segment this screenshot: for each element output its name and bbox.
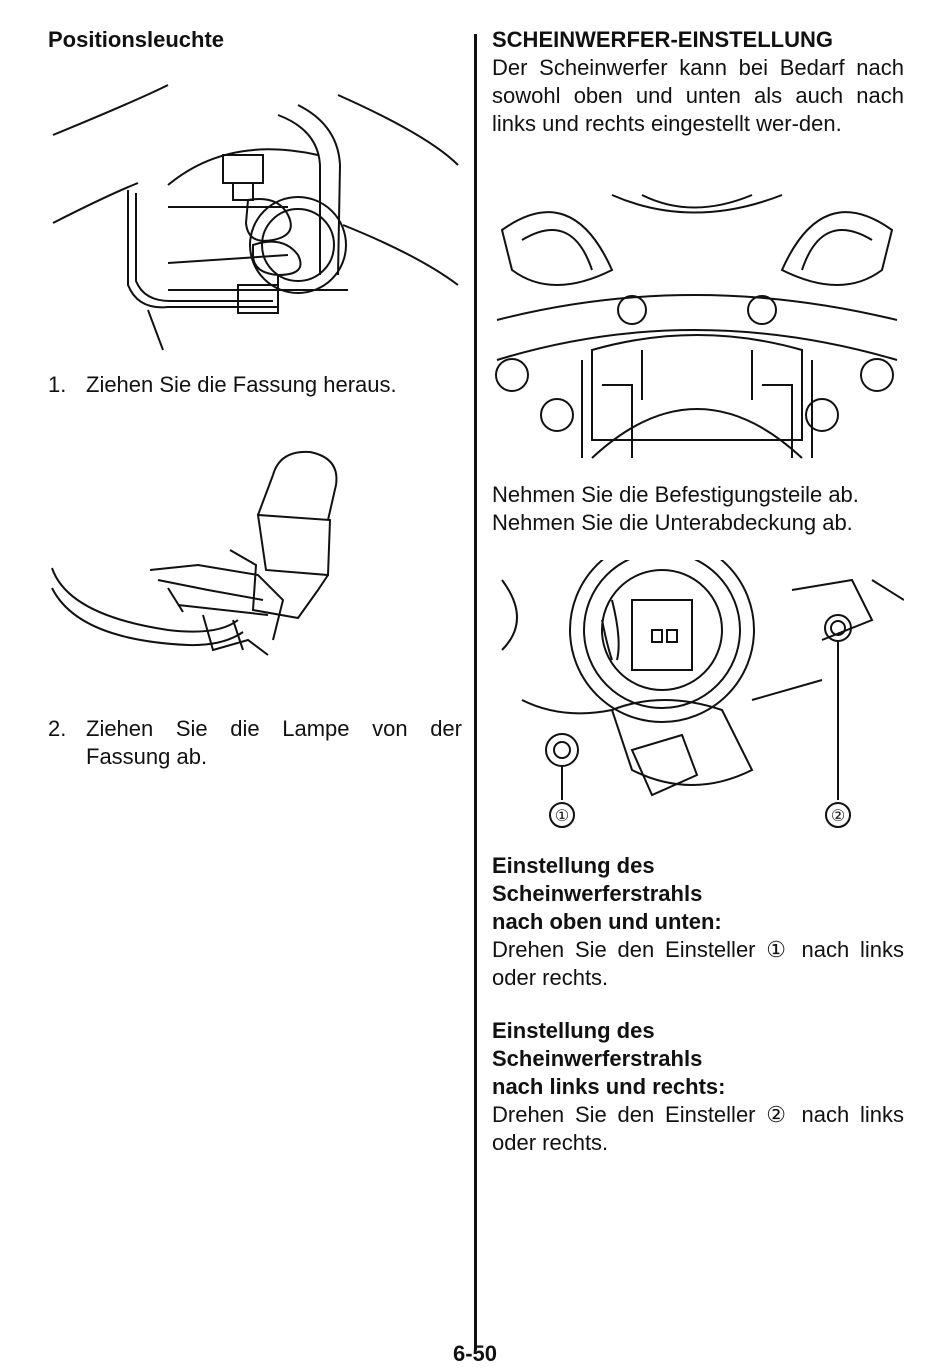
horizontal-adjustment-section: Einstellung des Scheinwerferstrahls nach… bbox=[492, 1017, 904, 1157]
remove-lower-cover-text: Nehmen Sie die Unterabdeckung ab. bbox=[492, 510, 853, 535]
fairing-fasteners-illustration bbox=[492, 190, 904, 460]
callout-1-label: ① bbox=[555, 808, 569, 825]
horizontal-adjustment-title-line3: nach links und rechts: bbox=[492, 1074, 726, 1099]
horizontal-adjustment-title-line1: Einstellung des bbox=[492, 1018, 655, 1043]
page-number: 6-50 bbox=[452, 1341, 498, 1366]
vertical-adjustment-section: Einstellung des Scheinwerferstrahls nach… bbox=[492, 852, 904, 992]
right-column: SCHEINWERFER-EINSTELLUNG Der Scheinwerfe… bbox=[492, 26, 904, 138]
vertical-adjustment-title-line2: Scheinwerferstrahls bbox=[492, 881, 703, 906]
left-column: Positionsleuchte bbox=[48, 26, 462, 54]
step-text: Ziehen Sie die Lampe von der Fassung ab. bbox=[86, 716, 462, 769]
step-number: 1. bbox=[48, 372, 67, 397]
section-heading-position-light: Positionsleuchte bbox=[48, 27, 225, 52]
remove-fasteners-text: Nehmen Sie die Befestigungsteile ab. bbox=[492, 482, 859, 507]
headlight-adjusters-illustration: ① ② bbox=[492, 560, 904, 830]
step-text: Ziehen Sie die Fassung heraus. bbox=[86, 372, 397, 397]
vertical-adjustment-title-line1: Einstellung des bbox=[492, 853, 655, 878]
vertical-adjustment-title-line3: nach oben und unten: bbox=[492, 909, 722, 934]
horizontal-adjustment-title-line2: Scheinwerferstrahls bbox=[492, 1046, 703, 1071]
horizontal-adjustment-text: Drehen Sie den Einsteller ② nach links o… bbox=[492, 1102, 904, 1155]
step-1: 1. Ziehen Sie die Fassung heraus. bbox=[48, 371, 462, 399]
column-divider bbox=[474, 34, 477, 1350]
bulb-socket-illustration bbox=[48, 440, 462, 680]
intro-paragraph: Der Scheinwerfer kann bei Bedarf nach so… bbox=[492, 55, 904, 136]
socket-illustration bbox=[48, 75, 462, 360]
vertical-adjustment-text: Drehen Sie den Einsteller ① nach links o… bbox=[492, 937, 904, 990]
section-heading-headlight-adjustment: SCHEINWERFER-EINSTELLUNG bbox=[492, 27, 833, 52]
step-2: 2. Ziehen Sie die Lampe von der Fassung … bbox=[48, 715, 462, 771]
callout-2-label: ② bbox=[831, 808, 845, 825]
removal-instructions: Nehmen Sie die Befestigungsteile ab. Neh… bbox=[492, 481, 904, 537]
step-number: 2. bbox=[48, 716, 67, 741]
